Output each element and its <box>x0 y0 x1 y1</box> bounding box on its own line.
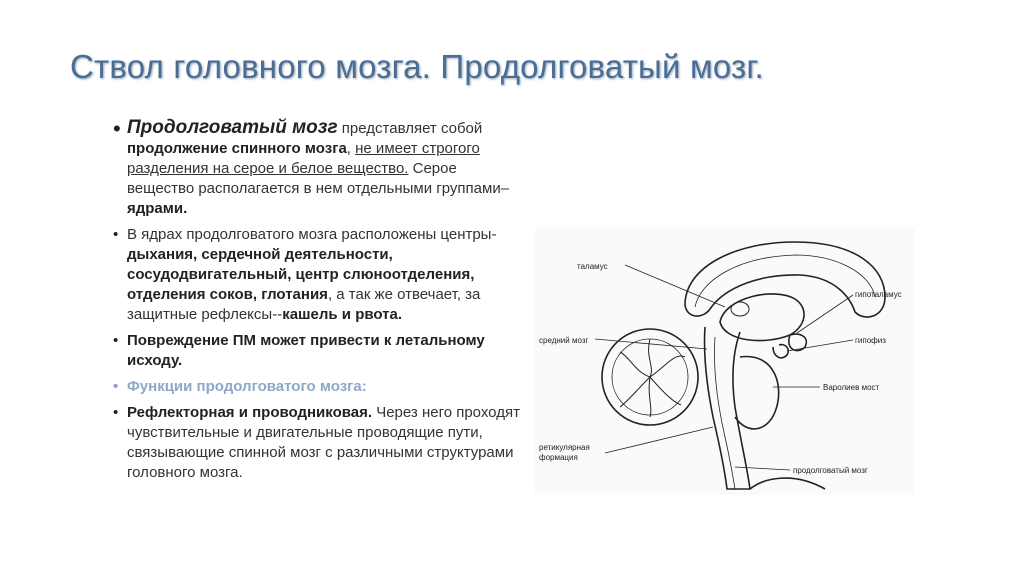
brainstem-shape <box>703 326 751 490</box>
slide-title: Ствол головного мозга. Продолговатый моз… <box>70 48 764 85</box>
thalamus-nucleus <box>730 301 750 317</box>
bullet-list: Продолговатый мозг представляет собой пр… <box>113 118 523 489</box>
bullet-bold-text: Рефлекторная и проводниковая. <box>127 404 373 421</box>
medulla-shape <box>749 477 826 490</box>
bullet-medulla-definition: Продолговатый мозг представляет собой пр… <box>113 118 523 219</box>
corpus-callosum-shape <box>684 241 886 318</box>
brainstem-drawing: таламус гипоталамус гипофиз средний мозг… <box>539 241 902 490</box>
bullet-text: , а так же отвечает, за защитные рефлекс… <box>127 286 481 323</box>
bullet-text: В ядрах продолговатого мозга расположены… <box>127 226 497 243</box>
bullet-text: представляет собой <box>337 120 483 137</box>
bullet-bold-text: ядрами. <box>127 200 188 217</box>
label-reticular-2: формация <box>539 453 578 462</box>
bullet-functions-heading: Функции продолговатого мозга: <box>113 377 523 397</box>
bullet-bold-text: кашель и рвота. <box>282 306 403 323</box>
cerebellum-shape <box>601 328 699 426</box>
label-medulla: продолговатый мозг <box>793 466 868 475</box>
bullet-text: , <box>346 140 356 157</box>
bullet-lead-term: Продолговатый мозг <box>127 117 338 138</box>
label-midbrain: средний мозг <box>539 336 588 345</box>
bullet-underlined-text: не имеет строгого разделения на серое и … <box>127 140 480 177</box>
bullet-damage-warning: Повреждение ПМ может привести к летально… <box>113 331 523 371</box>
label-reticular-1: ретикулярная <box>539 443 590 452</box>
label-thalamus: таламус <box>577 262 608 271</box>
hypophysis-shape <box>772 343 790 359</box>
bullet-functions: Рефлекторная и проводниковая. Через него… <box>113 403 523 483</box>
bullet-bold-text: продолжение спинного мозга <box>127 140 347 157</box>
bullet-text: Через него проходят чувствительные и дви… <box>127 404 520 481</box>
bullet-bold-text: Повреждение ПМ может привести к летально… <box>127 332 485 369</box>
label-hypothalamus: гипоталамус <box>855 290 902 299</box>
hypothalamus-shape <box>788 333 808 352</box>
bullet-nuclei-centers: В ядрах продолговатого мозга расположены… <box>113 225 523 325</box>
brainstem-diagram: таламус гипоталамус гипофиз средний мозг… <box>535 227 915 495</box>
pons-shape <box>734 355 780 430</box>
thalamus-shape <box>719 293 805 342</box>
label-pons: Варолиев мост <box>823 383 880 392</box>
bullet-bold-text: дыхания, сердечной деятельности, сосудод… <box>127 246 475 303</box>
bullet-heading-text: Функции продолговатого мозга: <box>127 378 367 395</box>
bullet-text: Серое вещество располагается в нем отдел… <box>127 160 510 197</box>
label-hypophysis: гипофиз <box>855 336 886 345</box>
